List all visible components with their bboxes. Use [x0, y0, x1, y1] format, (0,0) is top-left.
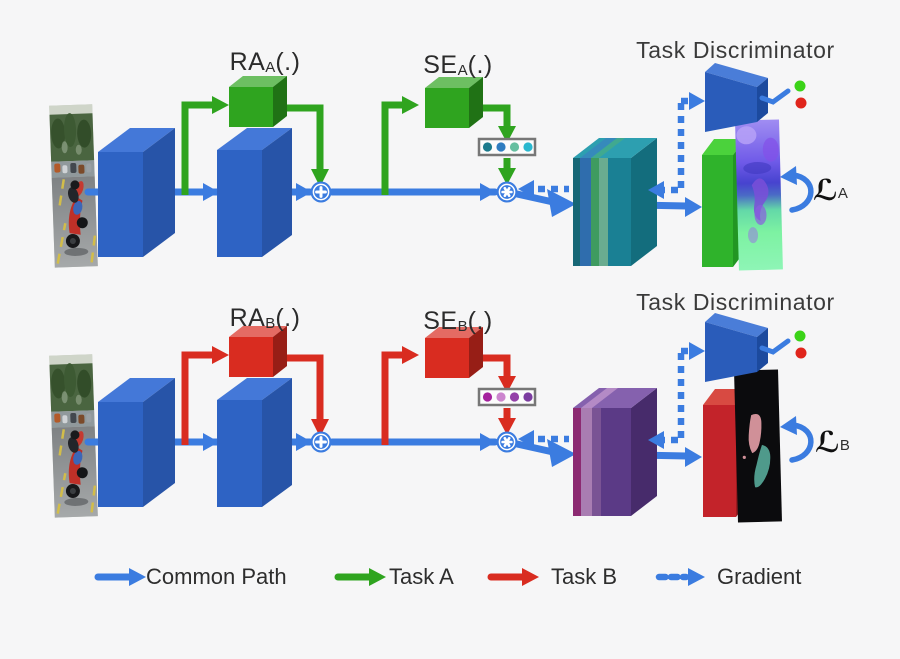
se-a-label: SEA(.) — [423, 51, 493, 79]
legend-label-task-b: Task B — [551, 564, 618, 589]
row-a-feature-stack — [573, 138, 657, 266]
discriminator-title-b: Task Discriminator — [636, 289, 835, 315]
row-b-se-gate-dots — [482, 392, 533, 402]
row-b-feature-stack — [573, 388, 657, 516]
legend-label-task-a: Task A — [389, 564, 454, 589]
legend-label-gradient: Gradient — [717, 564, 802, 589]
discriminator-title-a: Task Discriminator — [636, 37, 835, 63]
loss-a-label: ℒA — [813, 173, 848, 207]
row-a-output-normal-map — [735, 119, 783, 271]
row-a-se-gate-dots — [482, 142, 533, 152]
row-b-output-segmentation — [734, 369, 782, 523]
se-b-label: SEB(.) — [423, 307, 493, 335]
legend-label-common-path: Common Path — [146, 564, 287, 589]
ra-a-label: RAA(.) — [229, 48, 301, 76]
loss-b-label: ℒB — [815, 425, 850, 459]
ra-b-label: RAB(.) — [229, 304, 301, 332]
legend-arrows — [94, 568, 705, 586]
